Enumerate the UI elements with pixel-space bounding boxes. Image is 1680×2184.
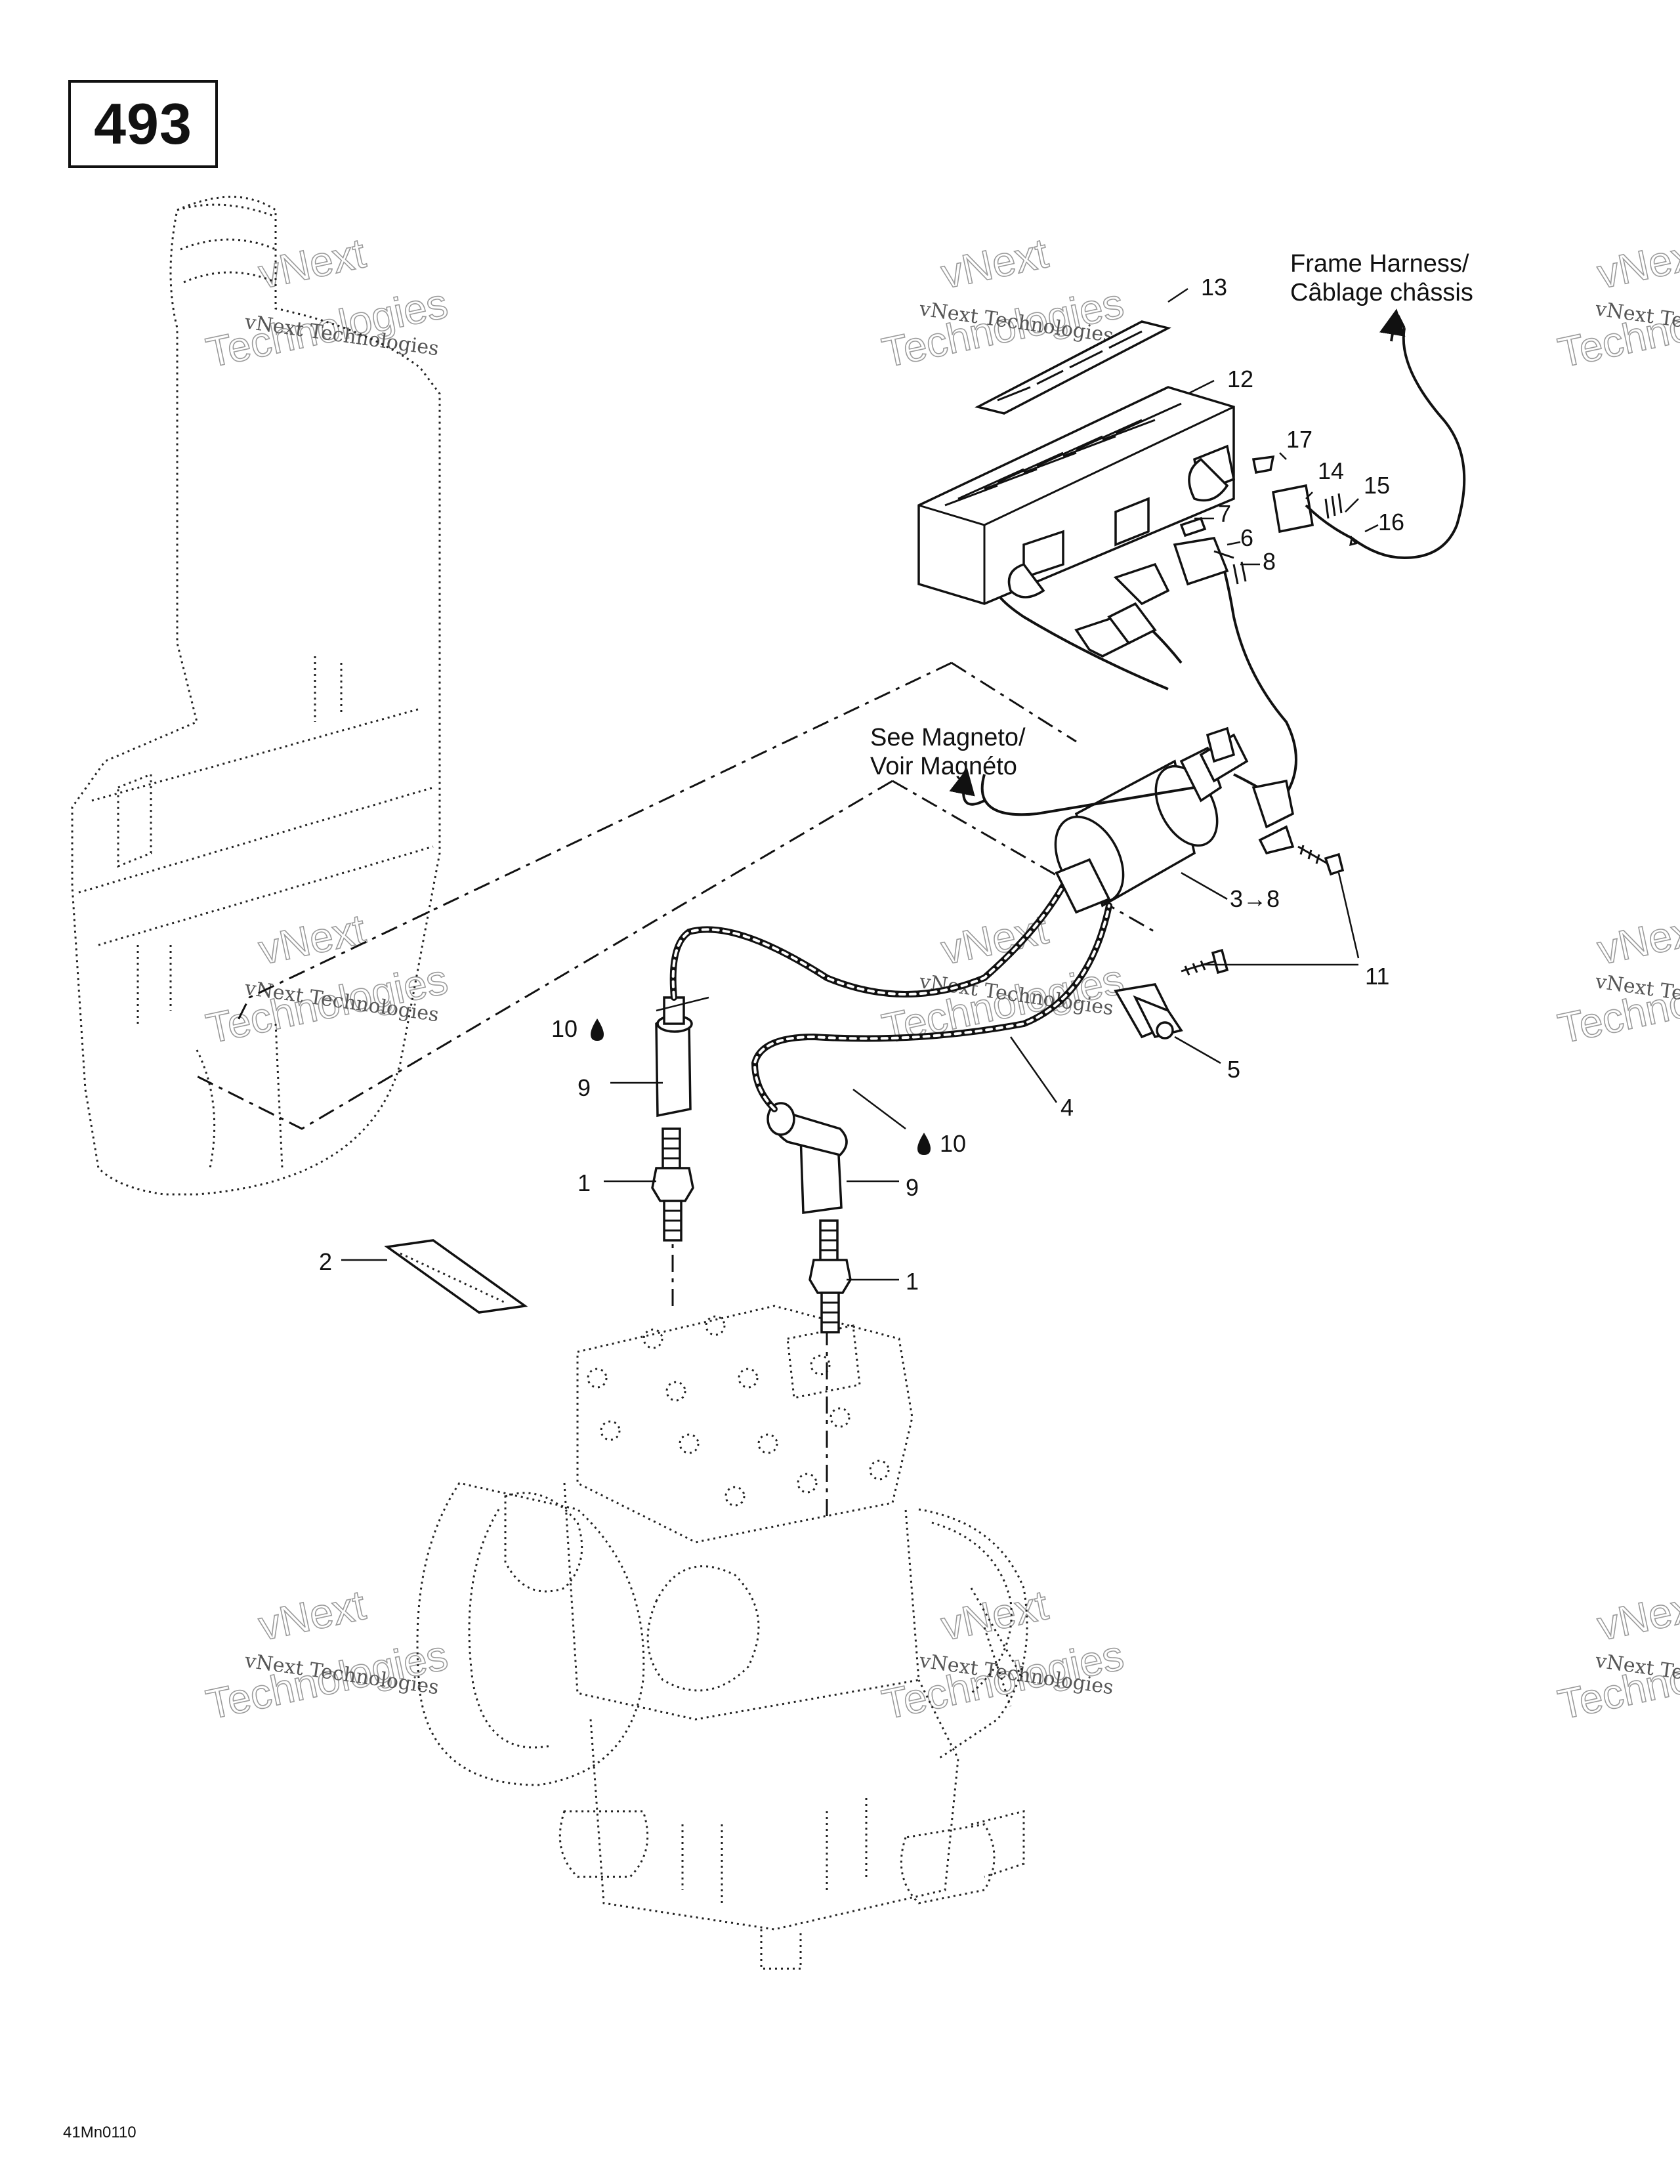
part-5-connector xyxy=(1114,983,1183,1040)
svg-text:vNext: vNext xyxy=(255,229,369,297)
part-13-decal xyxy=(975,320,1171,415)
callout-1-left: 1 xyxy=(578,1169,591,1196)
watermark: vNext Technologies vNext Technologies xyxy=(201,1580,452,1729)
watermark: vNext Technologies vNext Technologies xyxy=(1553,904,1680,1053)
oil-tank-outline xyxy=(71,196,441,1196)
callout-14: 14 xyxy=(1318,457,1344,484)
callout-3-8: 3→8 xyxy=(1230,885,1280,912)
svg-text:Frame Harness/: Frame Harness/ xyxy=(1290,250,1469,278)
callout-1-right: 1 xyxy=(906,1268,919,1295)
watermark-group: vNext Technologies vNext Technologies vN… xyxy=(201,228,1680,1729)
callout-17: 17 xyxy=(1286,426,1312,453)
callout-15: 15 xyxy=(1364,472,1390,499)
page-number: 493 xyxy=(94,91,192,156)
part-4-ignition-cables xyxy=(669,883,1112,1112)
part-16-terminal xyxy=(1349,536,1358,547)
callout-labels: 13 12 17 14 15 16 7 6 8 3→8 11 5 4 10 9 … xyxy=(319,274,1404,1295)
magneto-note: See Magneto/ Voir Magnéto xyxy=(870,724,1026,780)
part-15-terminals xyxy=(1324,493,1343,519)
watermark: vNext Technologies vNext Technologies xyxy=(1553,228,1680,377)
part-1-spark-plug-left xyxy=(651,1127,694,1242)
callout-8: 8 xyxy=(1263,548,1276,575)
callout-5: 5 xyxy=(1227,1056,1240,1083)
svg-text:vNext: vNext xyxy=(1593,1581,1680,1649)
svg-text:vNext: vNext xyxy=(255,905,369,973)
svg-text:vNext: vNext xyxy=(937,905,1052,973)
svg-text:vNext: vNext xyxy=(255,1581,369,1649)
svg-text:See Magneto/: See Magneto/ xyxy=(870,724,1026,751)
frame-harness-note: Frame Harness/ Câblage châssis xyxy=(1290,250,1473,306)
page-number-box: 493 xyxy=(68,80,218,168)
sealant-drop-icon xyxy=(917,1133,931,1155)
part-17-clip xyxy=(1251,455,1275,474)
callout-2: 2 xyxy=(319,1248,332,1275)
svg-text:vNext: vNext xyxy=(937,1581,1052,1649)
svg-text:vNext: vNext xyxy=(937,229,1052,297)
part-3-ignition-coil xyxy=(1054,733,1249,914)
part-1-spark-plug-right xyxy=(808,1219,852,1334)
coil-harness xyxy=(980,557,1297,855)
callout-16: 16 xyxy=(1378,509,1404,536)
leader-lines xyxy=(341,287,1379,1281)
callout-13: 13 xyxy=(1201,274,1227,301)
callout-6: 6 xyxy=(1240,524,1253,551)
callout-9-right: 9 xyxy=(906,1174,919,1201)
watermark: vNext Technologies vNext Technologies xyxy=(1553,1580,1680,1729)
svg-text:vNext: vNext xyxy=(1593,905,1680,973)
callout-10-left: 10 xyxy=(551,1015,578,1042)
callout-9-left: 9 xyxy=(578,1074,591,1101)
figure-code: 41Mn0110 xyxy=(63,2124,136,2141)
part-6-connector xyxy=(1173,537,1234,586)
watermark: vNext Technologies vNext Technologies xyxy=(201,228,452,377)
svg-text:Voir Magnéto: Voir Magnéto xyxy=(870,753,1017,780)
svg-text:Câblage châssis: Câblage châssis xyxy=(1290,279,1473,306)
callout-4: 4 xyxy=(1060,1094,1074,1121)
part-9-spark-plug-cap-left xyxy=(655,996,693,1118)
svg-text:vNext: vNext xyxy=(1593,229,1680,297)
magneto-reference xyxy=(949,768,985,806)
part-12-ecu-module xyxy=(917,386,1236,605)
callout-12: 12 xyxy=(1227,366,1253,392)
watermark: vNext Technologies vNext Technologies xyxy=(201,904,452,1053)
part-9-spark-plug-cap-right xyxy=(766,1102,848,1214)
callout-7: 7 xyxy=(1218,500,1231,527)
frame-harness-reference xyxy=(1379,308,1406,342)
assembly-centerlines xyxy=(196,662,1156,1516)
callout-11: 11 xyxy=(1365,963,1389,990)
engine-outline xyxy=(416,1305,1028,1970)
part-11-screws xyxy=(1181,845,1345,976)
callout-10-right: 10 xyxy=(940,1130,966,1157)
part-2-decal xyxy=(384,1239,528,1314)
sealant-drop-icon xyxy=(591,1018,604,1041)
part-7-seal xyxy=(1179,516,1207,537)
